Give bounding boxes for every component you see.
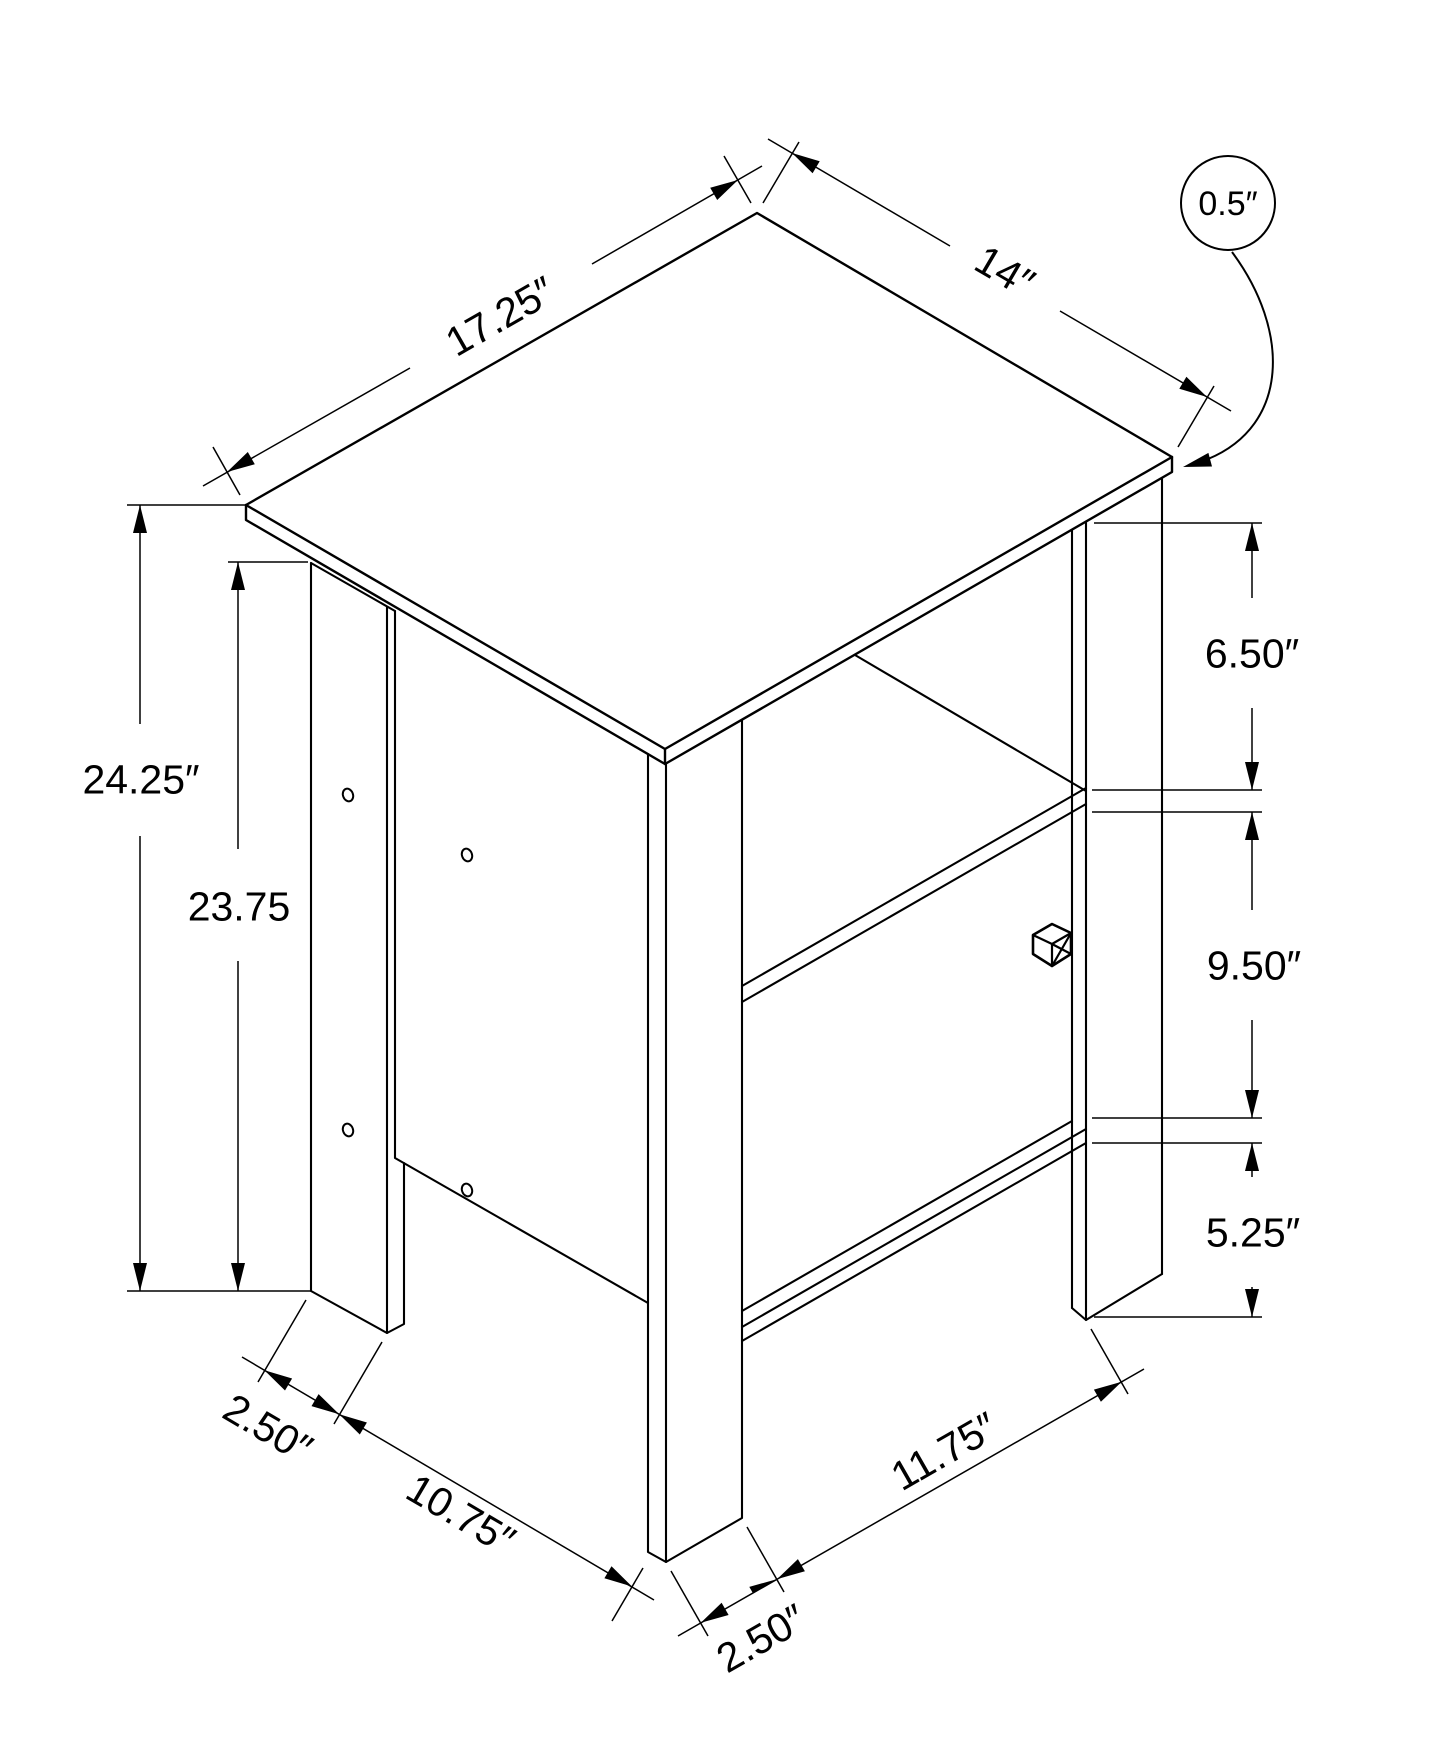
label-rear-leg-width: 2.50″	[216, 1385, 321, 1472]
label-top-depth: 14″	[967, 236, 1042, 306]
callout-top-thickness	[1180, 155, 1276, 467]
right-front-leg	[1070, 476, 1164, 1322]
front-left-leg	[646, 718, 744, 1564]
dim-front-leg-and-front-opening	[670, 1328, 1145, 1637]
dim-top-width	[202, 155, 763, 496]
label-door-height: 9.50″	[1207, 942, 1301, 988]
dimensions	[127, 138, 1276, 1637]
label-shelf-opening-height: 6.50″	[1205, 630, 1299, 676]
bottom-board	[740, 1127, 1088, 1343]
tabletop	[244, 211, 1174, 766]
door-knob	[1031, 922, 1073, 968]
screw-holes	[341, 787, 474, 1198]
label-bottom-clearance: 5.25″	[1206, 1209, 1300, 1255]
label-top-thickness: 0.5″	[1198, 185, 1257, 223]
label-front-opening-width: 11.75″	[883, 1403, 1005, 1500]
dim-rear-leg-and-side-opening	[241, 1299, 655, 1622]
left-side-panel	[393, 609, 650, 1305]
dim-door-height	[1092, 811, 1262, 1119]
dim-under-top-height	[228, 561, 308, 1291]
open-shelf	[740, 653, 1088, 1004]
dim-overall-height	[127, 504, 310, 1292]
label-side-opening-width: 10.75″	[399, 1465, 523, 1564]
rear-left-leg	[309, 561, 406, 1335]
dimension-labels: 17.25″ 14″ 0.5″ 24.25″ 23.75 6.50″ 9.50″…	[82, 185, 1301, 1682]
cabinet-door	[740, 1119, 1074, 1313]
dim-top-depth	[762, 138, 1232, 448]
table-drawing	[244, 211, 1174, 1564]
label-top-width: 17.25″	[438, 267, 563, 365]
label-under-top-height: 23.75	[188, 883, 291, 929]
dim-bottom-clearance	[1092, 1142, 1262, 1318]
dim-shelf-opening	[1092, 522, 1262, 791]
label-overall-height: 24.25″	[82, 756, 199, 802]
